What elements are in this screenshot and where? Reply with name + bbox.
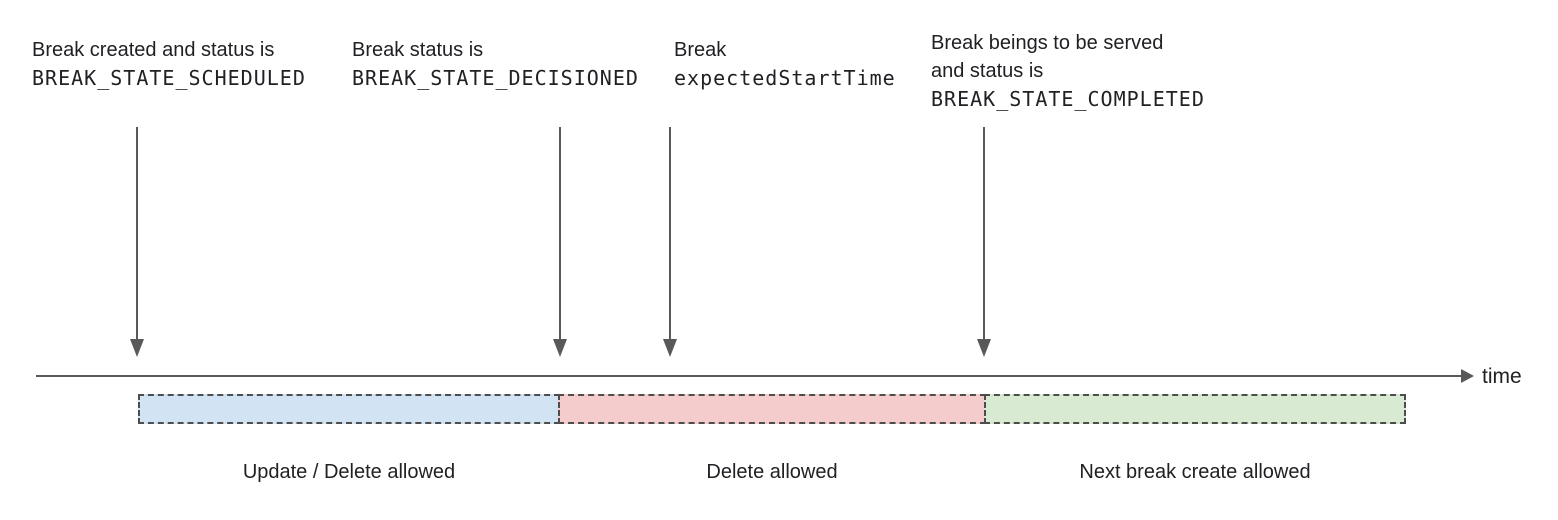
segment-caption-update-delete: Update / Delete allowed (242, 461, 456, 483)
segment-update-delete-allowed (138, 394, 560, 424)
arrow-shaft (983, 127, 985, 341)
arrow-shaft (559, 127, 561, 341)
annotation-text: Break (674, 39, 727, 61)
annotation-text: Break beings to be served (931, 32, 1164, 54)
segment-delete-allowed (558, 394, 986, 424)
arrow-shaft (669, 127, 671, 341)
annotation-text: Break status is (352, 39, 484, 61)
event-arrow-break-decisioned (553, 127, 567, 357)
annotation-code-break-state-scheduled: BREAK_STATE_SCHEDULED (32, 66, 306, 90)
arrow-down-icon (663, 339, 677, 357)
annotation-code-break-state-decisioned: BREAK_STATE_DECISIONED (352, 66, 639, 90)
arrow-down-icon (553, 339, 567, 357)
event-arrow-expected-start-time (663, 127, 677, 357)
annotation-break-decisioned: Break status is BREAK_STATE_DECISIONED (352, 36, 639, 92)
segment-caption-next-break: Next break create allowed (1079, 461, 1311, 483)
arrow-down-icon (977, 339, 991, 357)
segment-caption-delete: Delete allowed (706, 461, 838, 483)
annotation-break-scheduled: Break created and status is BREAK_STATE_… (32, 36, 306, 92)
arrow-shaft (136, 127, 138, 341)
arrow-down-icon (130, 339, 144, 357)
annotation-text: and status is (931, 60, 1044, 82)
annotation-code-expected-start-time: expectedStartTime (674, 66, 896, 90)
segment-next-break-create-allowed (984, 394, 1406, 424)
event-arrow-break-completed (977, 127, 991, 357)
annotation-text: Break created and status is (32, 39, 275, 61)
time-axis-label: time (1482, 365, 1522, 388)
annotation-break-completed: Break beings to be served and status is … (931, 29, 1205, 113)
event-arrow-break-created (130, 127, 144, 357)
arrow-right-icon (1461, 369, 1474, 383)
annotation-code-break-state-completed: BREAK_STATE_COMPLETED (931, 87, 1205, 111)
annotation-expected-start-time: Break expectedStartTime (674, 36, 896, 92)
timeline-axis (36, 375, 1462, 377)
